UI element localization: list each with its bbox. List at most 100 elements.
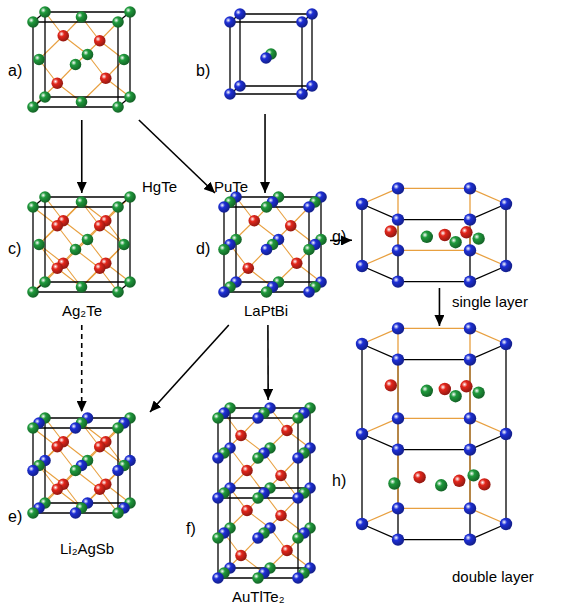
cell-edge — [44, 12, 45, 97]
structure-label: HgTe — [142, 178, 177, 196]
cell-edge — [398, 328, 470, 329]
atom-sphere — [464, 412, 476, 424]
atom-sphere — [421, 231, 433, 243]
atom-sphere — [33, 239, 45, 251]
transform-arrow — [264, 114, 266, 193]
atom-sphere — [124, 191, 136, 203]
atom-sphere — [235, 430, 247, 442]
atom-sphere — [292, 412, 304, 424]
atom-sphere — [260, 52, 272, 64]
cell-edge — [129, 197, 130, 282]
atom-sphere — [435, 479, 447, 491]
atom-sphere — [235, 550, 247, 562]
structure-panel: f)AuTlTe₂ — [208, 400, 326, 586]
atom-sphere — [118, 239, 130, 251]
structure-panel: b)PuTe — [218, 8, 314, 114]
crystal-cell — [356, 182, 512, 288]
cell-edge — [33, 106, 118, 107]
cell-edge — [230, 21, 302, 22]
atom-sphere — [439, 383, 451, 395]
atom-sphere — [460, 380, 472, 392]
panel-letter: f) — [186, 520, 196, 538]
atom-sphere — [212, 412, 224, 424]
cell-edge — [45, 281, 130, 282]
crystal-cell — [212, 402, 316, 584]
structure-panel: c)Ag₂Te — [28, 193, 140, 325]
structure-panel: h)double layer — [352, 326, 517, 544]
structure-panel: d)LaPtBi — [215, 193, 330, 325]
cell-edge — [311, 14, 312, 86]
atom-sphere — [252, 412, 264, 424]
cell-edge — [33, 206, 118, 207]
atom-sphere — [76, 196, 88, 208]
atom-sphere — [27, 286, 39, 298]
atom-sphere — [478, 478, 490, 490]
atom-sphere — [439, 229, 451, 241]
cell-edge — [117, 207, 118, 292]
structure-label: double layer — [452, 568, 534, 586]
structure-label: Ag₂Te — [62, 302, 102, 320]
atom-sphere — [94, 35, 106, 47]
atom-sphere — [76, 96, 88, 108]
panel-letter: b) — [196, 62, 210, 80]
atom-sphere — [392, 533, 404, 545]
cell-edge — [129, 12, 130, 97]
transform-arrow — [267, 325, 269, 400]
cell-edge — [398, 539, 470, 540]
atom-sphere — [39, 276, 51, 288]
atom-sphere — [464, 244, 476, 256]
atom-sphere — [51, 220, 63, 232]
atom-sphere — [112, 16, 124, 28]
atom-sphere — [212, 532, 224, 544]
cell-edge — [45, 96, 130, 97]
structure-label: AuTlTe₂ — [232, 588, 285, 606]
atom-sphere — [100, 72, 112, 84]
atom-sphere — [124, 91, 136, 103]
atom-sphere — [296, 16, 308, 28]
atom-sphere — [449, 390, 461, 402]
transform-arrow — [139, 120, 215, 193]
cell-edge — [301, 22, 302, 94]
atom-sphere — [500, 518, 512, 530]
atom-sphere — [234, 80, 246, 92]
cell-edge — [398, 508, 470, 509]
structure-label: single layer — [452, 293, 528, 311]
transform-arrow — [81, 325, 83, 412]
atom-sphere — [385, 379, 397, 391]
atom-sphere — [39, 91, 51, 103]
crystal-cell — [218, 191, 327, 298]
atom-sphere — [392, 244, 404, 256]
atom-sphere — [356, 518, 368, 530]
atom-sphere — [392, 275, 404, 287]
cell-edge — [117, 22, 118, 107]
atom-sphere — [467, 469, 479, 481]
atom-sphere — [261, 201, 273, 213]
atom-sphere — [252, 532, 264, 544]
atom-sphere — [449, 236, 461, 248]
atom-sphere — [252, 492, 264, 504]
atom-sphere — [392, 443, 404, 455]
crystal-cell — [27, 6, 136, 113]
atom-sphere — [112, 286, 124, 298]
atom-sphere — [464, 182, 476, 194]
atom-sphere — [82, 234, 94, 246]
atom-sphere — [464, 213, 476, 225]
atom-sphere — [94, 262, 106, 274]
atom-sphere — [292, 492, 304, 504]
atom-sphere — [356, 428, 368, 440]
atom-sphere — [303, 286, 315, 298]
cell-edge — [240, 85, 312, 86]
panel-letter: c) — [8, 240, 21, 258]
atom-sphere — [76, 281, 88, 293]
atom-sphere — [112, 422, 124, 434]
crystal-cell — [27, 191, 136, 298]
cell-edge — [398, 188, 470, 189]
atom-sphere — [252, 452, 264, 464]
atom-sphere — [252, 572, 264, 584]
cell-edge — [239, 14, 240, 86]
atom-sphere — [464, 322, 476, 334]
atom-sphere — [51, 77, 63, 89]
atom-sphere — [234, 8, 246, 20]
atom-sphere — [27, 465, 39, 477]
